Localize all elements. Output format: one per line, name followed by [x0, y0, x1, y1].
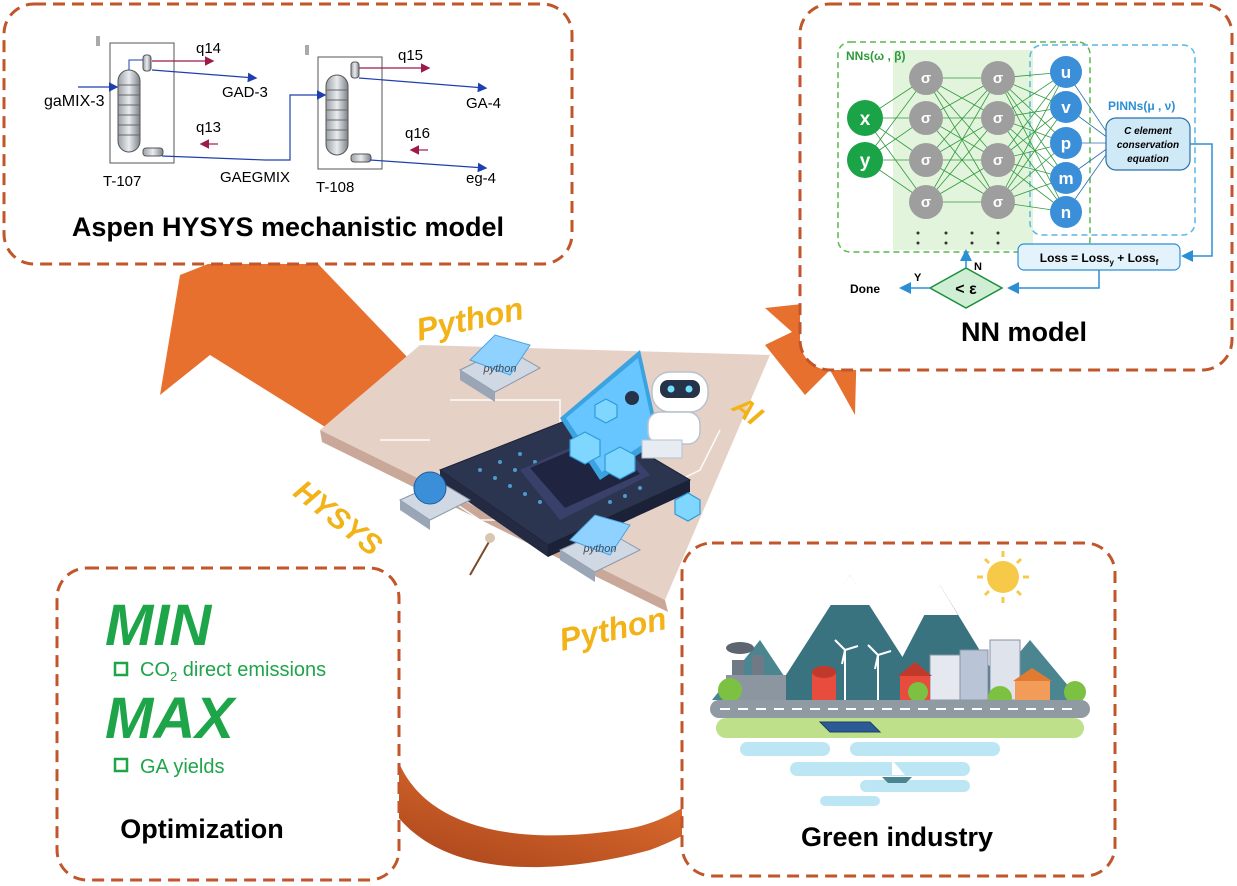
decision-text: < ε	[955, 281, 977, 298]
sigma-label: σ	[993, 110, 1003, 127]
output-u-label: u	[1061, 63, 1071, 82]
column-t107	[96, 36, 175, 164]
label-gad3: GAD-3	[222, 84, 268, 101]
hidden-node	[981, 185, 1015, 219]
hysys-panel: q14 gaMIX-3 GAD-3 q13 T-107 GAEGMIX q15 …	[2, 2, 574, 266]
max-item: GA yields	[140, 756, 224, 778]
label-feed: gaMIX-3	[44, 93, 105, 110]
nns-label: NNs(ω , β)	[846, 49, 905, 63]
hidden-node	[909, 185, 943, 219]
input-y-label: y	[860, 151, 871, 172]
green-industry-panel: Green industry	[680, 541, 1117, 878]
center-platform: python python	[320, 334, 770, 612]
conservation-line-2: conservation	[1117, 140, 1179, 151]
input-node-y	[847, 142, 883, 178]
sigma-label: σ	[921, 70, 931, 87]
output-node-v	[1050, 91, 1082, 123]
hidden-node	[909, 61, 943, 95]
label-q13: q13	[196, 119, 221, 136]
python-block-top: python	[458, 334, 542, 402]
sun-icon	[977, 551, 1029, 603]
arrow-to-hysys	[160, 212, 410, 430]
robot-icon	[625, 371, 709, 459]
min-item: CO2 direct emissions	[140, 659, 326, 684]
python-badge-top: python	[482, 363, 516, 375]
label-q14: q14	[196, 40, 221, 57]
sigma-label: σ	[993, 152, 1003, 169]
ellipsis-dots	[916, 231, 1000, 245]
nn-panel: NNs(ω , β) PINNs(μ , ν) x y σ σ σ σ σ σ …	[798, 2, 1234, 372]
optimization-panel: MIN CO2 direct emissions MAX GA yields O…	[55, 566, 401, 882]
output-n-label: n	[1061, 203, 1071, 222]
label-q15: q15	[398, 47, 423, 64]
output-m-label: m	[1058, 169, 1073, 188]
hidden-node	[981, 101, 1015, 135]
hysys-block	[398, 471, 472, 530]
output-node-p	[1050, 127, 1082, 159]
output-node-m	[1050, 162, 1082, 194]
optimization-title: Optimization	[120, 814, 284, 844]
sigma-label: σ	[993, 70, 1003, 87]
nn-title: NN model	[961, 317, 1087, 347]
no-label: N	[974, 261, 982, 273]
arrow-opt-to-green	[375, 765, 745, 868]
output-node-u	[1050, 56, 1082, 88]
sigma-label: σ	[921, 110, 931, 127]
hidden-node	[909, 101, 943, 135]
hysys-label: HYSYS	[287, 474, 387, 563]
hidden-node	[981, 143, 1015, 177]
output-v-label: v	[1061, 98, 1071, 117]
python-block-bottom: python	[558, 514, 642, 582]
min-heading: MIN	[105, 593, 212, 658]
column-t108	[305, 45, 383, 170]
max-heading: MAX	[105, 686, 237, 751]
input-x-label: x	[860, 109, 871, 130]
sigma-label: σ	[921, 152, 931, 169]
decision-diamond	[928, 267, 1004, 309]
python-badge-bottom: python	[582, 543, 616, 555]
conservation-line-3: equation	[1127, 154, 1169, 165]
sigma-label: σ	[993, 194, 1003, 211]
sigma-label: σ	[921, 194, 931, 211]
label-eg4: eg-4	[466, 170, 496, 187]
label-q16: q16	[405, 125, 430, 142]
yes-label: Y	[914, 272, 922, 284]
label-ga4: GA-4	[466, 95, 501, 112]
input-node-x	[847, 100, 883, 136]
hidden-node	[909, 143, 943, 177]
green-industry-title: Green industry	[801, 822, 993, 852]
pinns-label: PINNs(μ , ν)	[1108, 99, 1175, 113]
label-t108: T-108	[316, 179, 354, 196]
python-label-bottom: Python	[556, 600, 670, 658]
output-node-n	[1050, 196, 1082, 228]
checkbox-icon	[113, 661, 129, 677]
label-gaegmix: GAEGMIX	[220, 169, 290, 186]
hysys-title: Aspen HYSYS mechanistic model	[72, 212, 504, 242]
conservation-line-1: C element	[1124, 126, 1172, 137]
done-label: Done	[850, 282, 880, 296]
checkbox-icon	[113, 757, 129, 773]
label-t107: T-107	[103, 173, 141, 190]
output-p-label: p	[1061, 134, 1071, 153]
loss-text: Loss = Lossy + Lossf	[1040, 251, 1159, 267]
hidden-node	[981, 61, 1015, 95]
